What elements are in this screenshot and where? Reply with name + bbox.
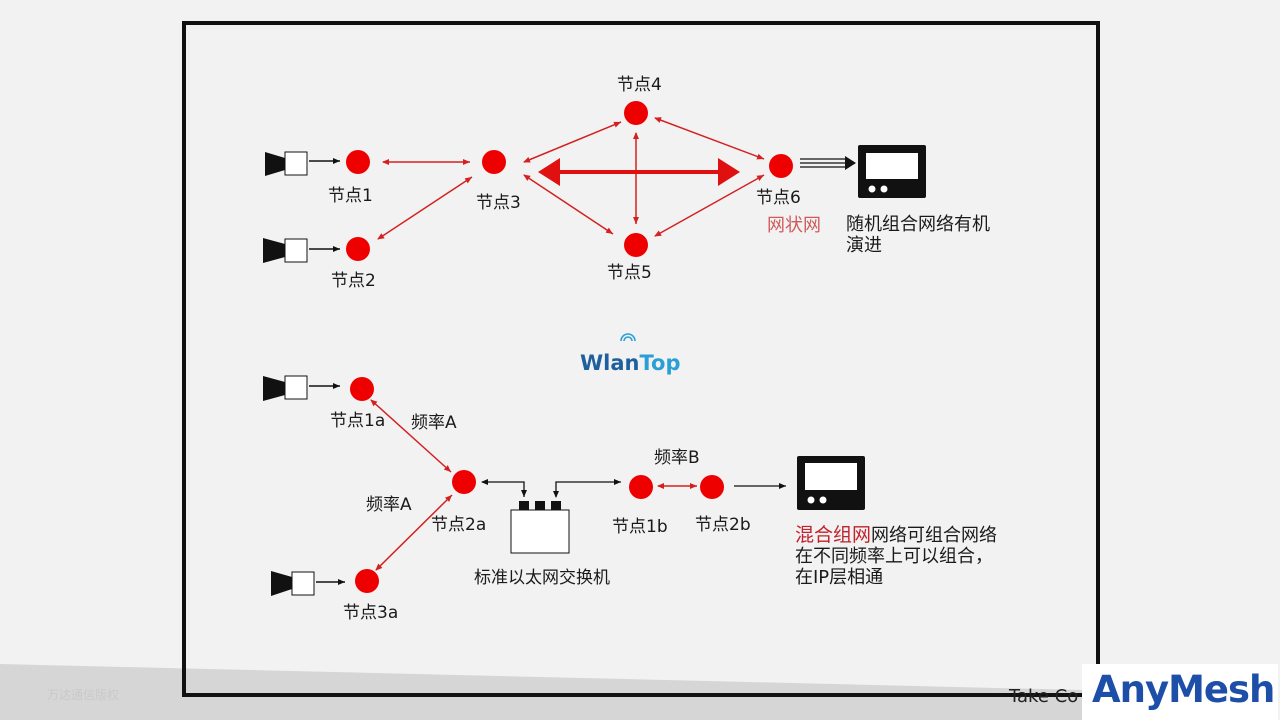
camera-icon-3 [263,375,308,401]
camera-icon-2 [263,238,308,263]
label-node-3a: 节点3a [343,603,399,623]
mixed-note-text: 网络可组合网络在不同频率上可以组合，在IP层相通 [795,525,998,588]
node-6 [769,154,793,178]
mesh-type-label: 网状网 [767,215,821,236]
link-n2-n3 [377,176,473,240]
label-node-2a: 节点2a [431,515,487,535]
label-node-3: 节点3 [476,193,521,213]
label-ethernet-switch: 标准以太网交换机 [474,568,610,588]
label-node-1: 节点1 [328,186,373,206]
content-frame [182,21,1100,697]
monitor-icon-1 [858,145,926,198]
link-n6-monitor [800,156,856,170]
label-node-1b: 节点1b [612,517,668,537]
label-node-2b: 节点2b [695,515,751,535]
mixed-type-label: 混合组网 [795,524,872,546]
wifi-icon [620,333,636,342]
camera-icon-1 [265,151,308,176]
link-n4-n6 [654,117,765,160]
monitor-icon-2 [797,456,865,510]
node-2 [346,237,370,261]
mixed-note: 混合组网网络可组合网络在不同频率上可以组合，在IP层相通 [795,524,1009,589]
wlantop-watermark: WlanTop [580,351,680,375]
node-1b [629,475,653,499]
label-freq-a-top: 频率A [411,413,457,433]
node-1 [346,150,370,174]
link-n1a-n2a [370,399,452,473]
bottom-wedge [0,664,1082,720]
link-n5-n6 [654,174,765,237]
ethernet-switch-icon [510,501,570,554]
label-freq-b: 频率B [654,448,700,468]
node-5 [624,233,648,257]
link-n3-n4 [523,121,622,163]
node-2a [452,470,476,494]
label-node-5: 节点5 [607,263,652,283]
node-4 [624,101,648,125]
link-n3a-n2a [375,494,453,571]
link-n3-n5 [523,174,614,235]
wlantop-text: WlanTop [580,351,681,375]
label-node-4: 节点4 [617,75,662,95]
node-2b [700,475,724,499]
copyright-text: 万达通信版权 [47,688,120,702]
node-3a [355,569,379,593]
anymesh-logo-text: AnyMesh [1092,668,1275,711]
camera-icon-4 [271,571,315,596]
thick-double-arrow [538,158,740,186]
label-freq-a-bottom: 频率A [366,495,412,515]
node-1a [350,377,374,401]
link-n2a-switch [481,479,527,497]
anymesh-logo: AnyMesh [1082,664,1278,720]
mesh-note: 随机组合网络有机演进 [846,214,990,256]
take-text: Take Co [1009,686,1079,707]
label-node-2: 节点2 [331,271,376,291]
link-switch-n1b [553,479,621,498]
node-3 [482,150,506,174]
label-node-1a: 节点1a [330,411,386,431]
label-node-6: 节点6 [756,188,801,208]
